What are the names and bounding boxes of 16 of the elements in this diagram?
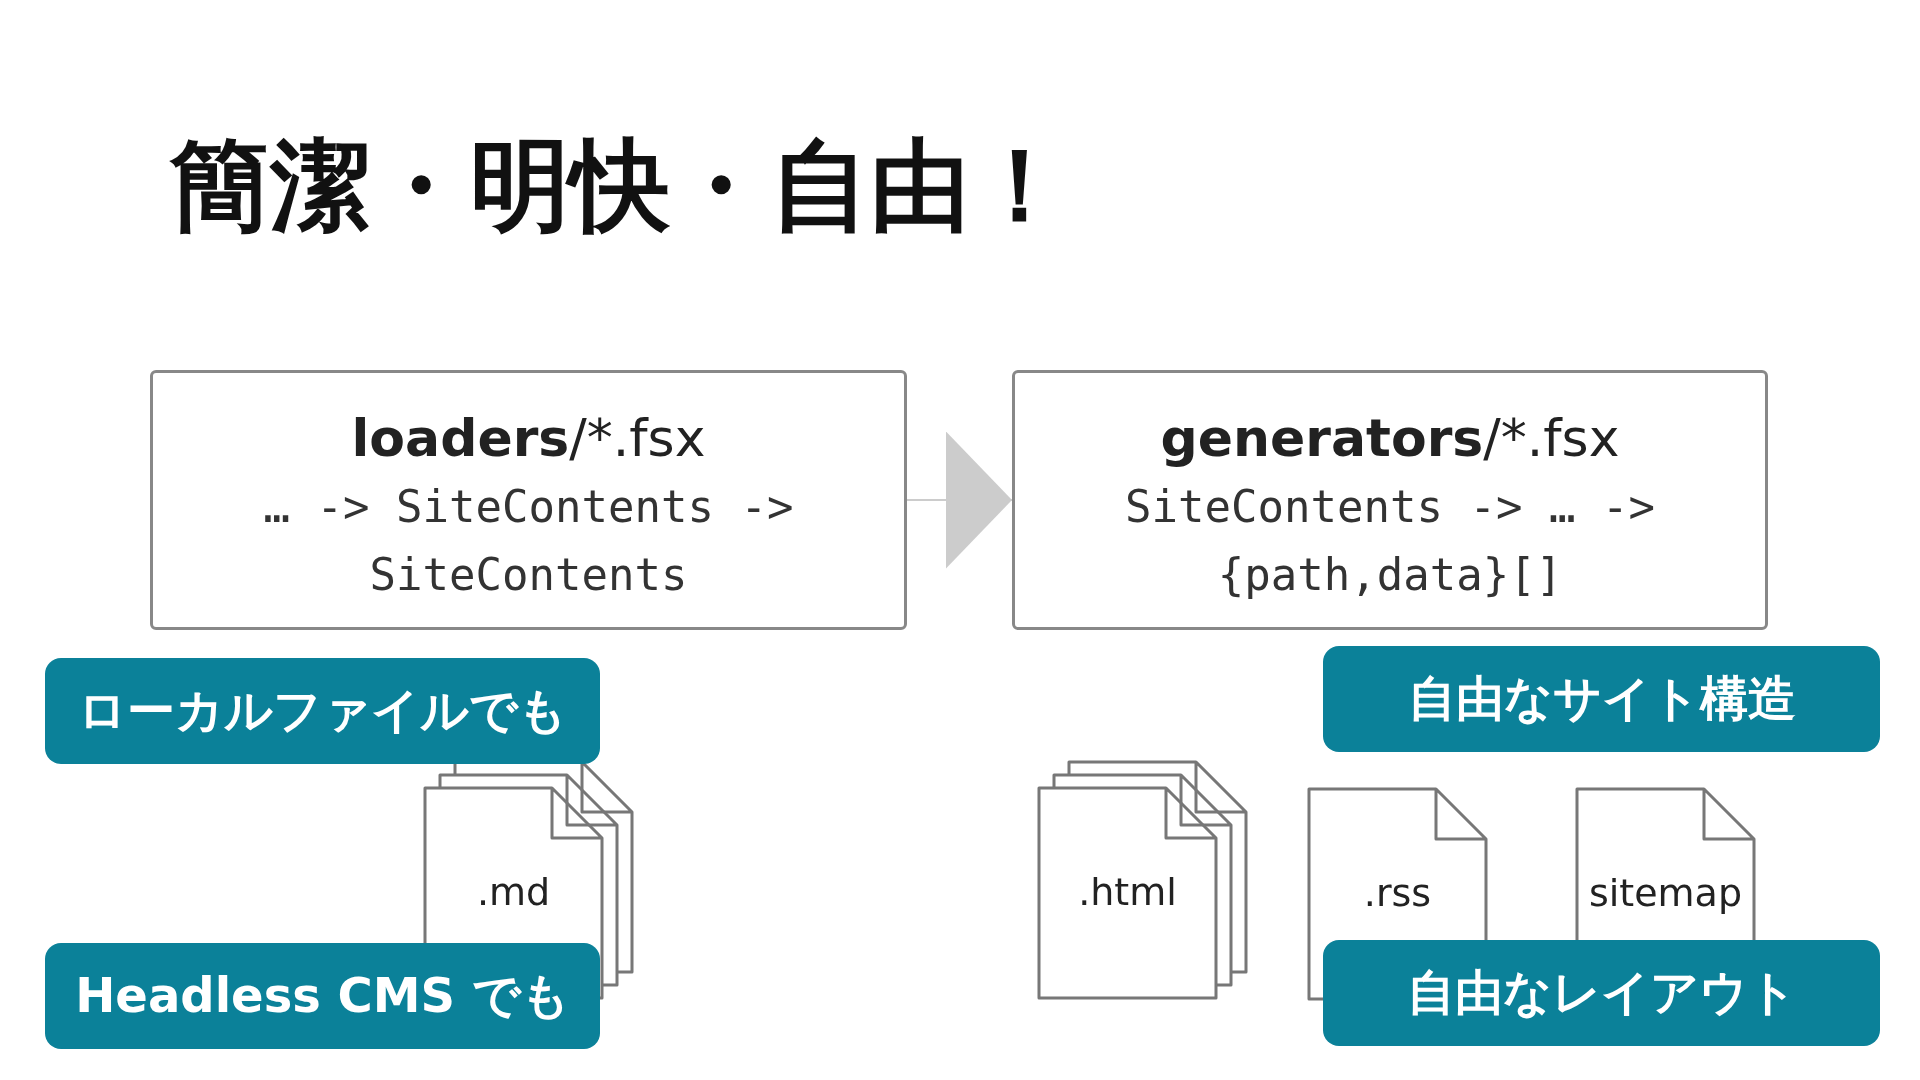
- file-label: .html: [1078, 870, 1177, 914]
- code-text: SiteContents -> … -> {path,data}[]: [1124, 480, 1656, 602]
- callout-banner: 自由なサイト構造: [1323, 646, 1880, 752]
- code-text: … -> SiteContents -> SiteContents: [262, 480, 795, 602]
- box-heading: generators/*.fsx: [1160, 407, 1620, 470]
- arrow: [906, 431, 1013, 569]
- file-label: .rss: [1363, 871, 1432, 915]
- code-box: [1012, 370, 1768, 630]
- callout-banner: Headless CMS でも: [45, 943, 600, 1049]
- file-label: .md: [476, 870, 551, 914]
- file-label: sitemap: [1588, 871, 1743, 915]
- code-box: [150, 370, 907, 630]
- box-heading: loaders/*.fsx: [351, 407, 706, 470]
- slide-title: 簡潔・明快・自由！: [170, 126, 1070, 246]
- callout-banner: ローカルファイルでも: [45, 658, 600, 764]
- callout-banner: 自由なレイアウト: [1323, 940, 1880, 1046]
